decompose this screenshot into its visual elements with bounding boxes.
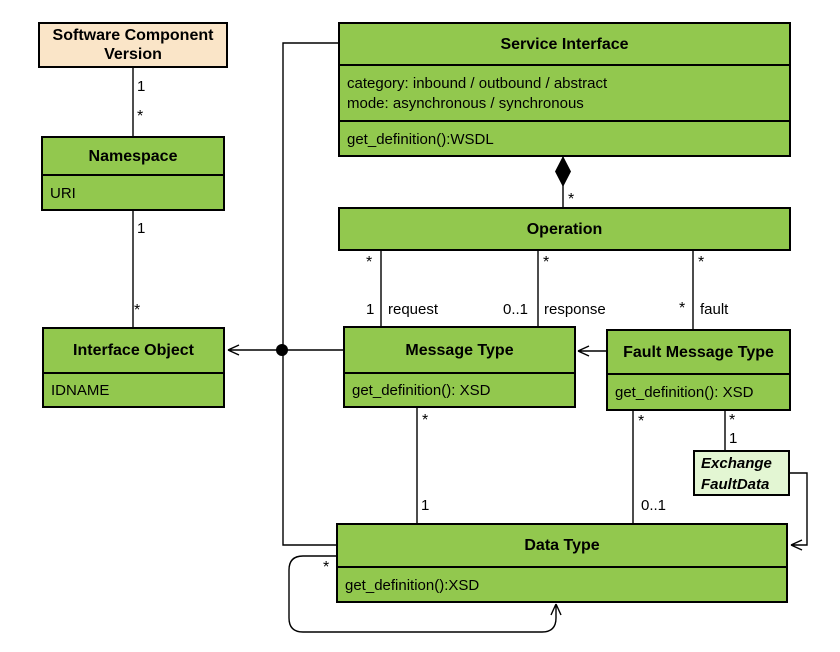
class-namespace: Namespace URI <box>41 136 225 211</box>
edge-note-data-type <box>790 472 808 551</box>
class-title: Service Interface <box>500 35 629 53</box>
note-line: Exchange <box>701 455 772 472</box>
class-interface-object: Interface Object IDNAME <box>42 327 225 408</box>
class-operations: get_definition(): XSD <box>345 372 574 406</box>
class-title: Software Component Version <box>52 27 214 63</box>
role-label: fault <box>700 301 729 318</box>
multiplicity-label: * <box>366 254 373 271</box>
multiplicity-label: 1 <box>137 220 146 237</box>
attribute: category: inbound / outbound / abstract <box>347 75 608 92</box>
operation: get_definition():WSDL <box>347 130 494 148</box>
class-message-type: Message Type get_definition(): XSD <box>343 326 576 408</box>
multiplicity-label: * <box>137 108 144 125</box>
class-operations: get_definition():XSD <box>338 566 786 601</box>
note-line: FaultData <box>701 476 770 493</box>
multiplicity-label: * <box>698 254 705 271</box>
multiplicity-label: 1 <box>421 497 430 514</box>
composition-diamond-icon <box>555 156 571 187</box>
multiplicity-label: 0..1 <box>641 497 667 514</box>
class-title: Interface Object <box>73 342 194 359</box>
multiplicity-label: * <box>543 254 550 271</box>
class-fault-message-type: Fault Message Type get_definition(): XSD <box>606 329 791 411</box>
operation: get_definition(): XSD <box>615 384 754 401</box>
multiplicity-label: 1 <box>366 301 375 318</box>
junction-dot-icon <box>276 344 288 356</box>
multiplicity-label: * <box>679 300 686 317</box>
operation: get_definition():XSD <box>345 576 480 594</box>
multiplicity-label: 1 <box>137 78 146 95</box>
class-attributes: category: inbound / outbound / abstract … <box>340 64 789 120</box>
role-label: response <box>544 301 606 318</box>
class-attributes: IDNAME <box>44 372 223 406</box>
class-title: Operation <box>526 220 603 238</box>
edge-trunk <box>282 42 339 546</box>
multiplicity-label: * <box>729 412 736 429</box>
class-title: Message Type <box>405 341 514 359</box>
multiplicity-label: * <box>568 191 575 208</box>
class-title: Data Type <box>524 537 600 554</box>
attribute: mode: asynchronous / synchronous <box>347 95 584 112</box>
edge-junction-interface-object <box>227 344 343 356</box>
edge-fmt-message-type <box>577 345 606 357</box>
multiplicity-label: 1 <box>729 430 738 447</box>
class-software-component-version: Software Component Version <box>38 22 228 68</box>
multiplicity-label: * <box>422 412 429 429</box>
note-exchange-fault-data: Exchange FaultData <box>693 450 790 496</box>
class-operations: get_definition(): XSD <box>608 373 789 409</box>
multiplicity-label: * <box>134 302 141 319</box>
class-data-type: Data Type get_definition():XSD <box>336 523 788 603</box>
class-attributes: URI <box>43 174 223 209</box>
operation: get_definition(): XSD <box>352 382 491 399</box>
class-title: Fault Message Type <box>623 343 774 361</box>
class-service-interface: Service Interface category: inbound / ou… <box>338 22 791 157</box>
class-operation: Operation <box>338 207 791 251</box>
class-title: Namespace <box>88 147 178 165</box>
role-label: request <box>388 301 439 318</box>
multiplicity-label: * <box>323 559 330 576</box>
multiplicity-label: 0..1 <box>503 301 529 318</box>
multiplicity-label: * <box>638 413 645 430</box>
class-operations: get_definition():WSDL <box>340 120 789 155</box>
